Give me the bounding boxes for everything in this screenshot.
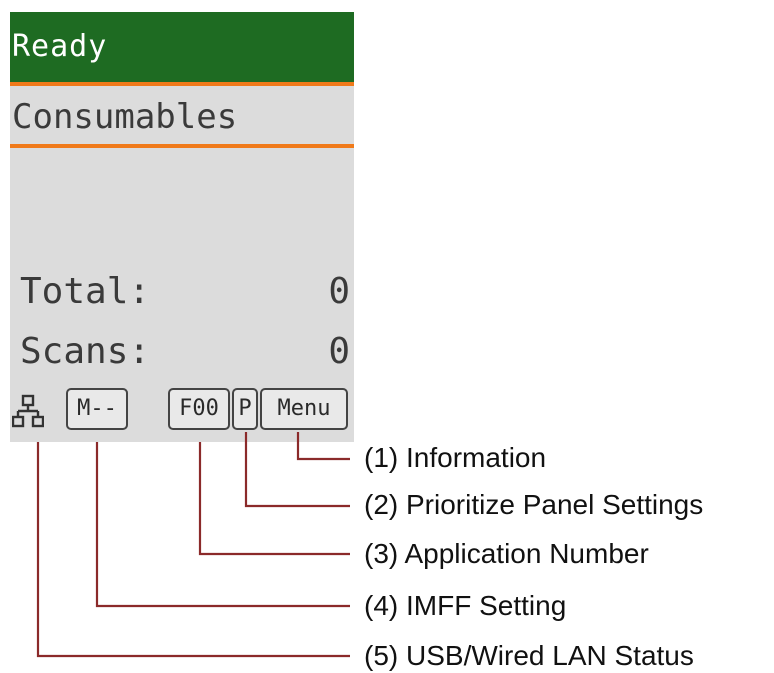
lcd-panel: Ready Consumables Total: 0 Scans: 0 M-- … xyxy=(10,12,354,442)
scans-row: Scans: 0 xyxy=(20,330,350,374)
callout-label-prioritize: (2) Prioritize Panel Settings xyxy=(364,489,704,520)
total-label: Total: xyxy=(20,271,151,312)
callout-line-5 xyxy=(36,442,350,658)
callout-line-2 xyxy=(244,432,350,508)
status-bar: Ready xyxy=(10,12,354,82)
screen-title: Consumables xyxy=(12,97,238,137)
callout-label-application-number: (3) Application Number xyxy=(364,538,649,569)
application-number-icon: F00 xyxy=(168,388,230,430)
prioritize-panel-icon: P xyxy=(232,388,258,430)
callout-label-lan-status: (5) USB/Wired LAN Status xyxy=(364,640,694,671)
separator-line xyxy=(10,82,354,86)
callout-line-1 xyxy=(296,432,350,461)
scans-value: 0 xyxy=(328,331,350,372)
total-row: Total: 0 xyxy=(20,270,350,314)
callout-line-3 xyxy=(198,442,350,556)
menu-button[interactable]: Menu xyxy=(260,388,348,430)
separator-line xyxy=(10,144,354,148)
total-value: 0 xyxy=(328,271,350,312)
callout-line-4 xyxy=(95,442,350,608)
status-text: Ready xyxy=(12,29,108,64)
icon-bar: M-- F00 P Menu xyxy=(10,384,354,436)
callout-label-information: (1) Information xyxy=(364,442,547,473)
wired-lan-icon xyxy=(12,394,44,428)
scans-label: Scans: xyxy=(20,331,151,372)
imff-setting-icon: M-- xyxy=(66,388,128,430)
callout-label-imff: (4) IMFF Setting xyxy=(364,590,567,621)
